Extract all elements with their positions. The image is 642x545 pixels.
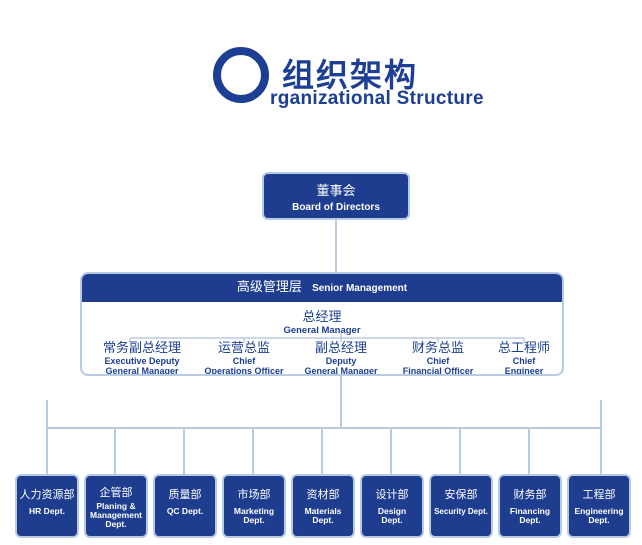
logo-ring-icon	[213, 47, 269, 103]
exec-label-en: Chief	[512, 356, 536, 366]
dept-label-cn: 工程部	[582, 488, 616, 501]
deputy-gm: 副总经理 Deputy General Manager	[291, 341, 391, 376]
dept-label-cn: 质量部	[168, 488, 202, 501]
title-chinese: 组织架构	[282, 56, 419, 94]
senior-management-en: Senior Management	[312, 283, 408, 294]
dept-label-en: Materials Dept.	[304, 506, 342, 525]
dept-label-en: Planing & Management Dept.	[90, 501, 142, 529]
exec-label-en: Financial Officer	[402, 366, 474, 376]
dept-planning-management: 企管部 Planing & Management Dept.	[84, 474, 148, 538]
dept-materials: 资材部 Materials Dept.	[291, 474, 355, 538]
dept-label-cn: 企管部	[99, 486, 133, 499]
board-label-cn: 董事会	[316, 184, 356, 199]
management-connectors	[129, 333, 525, 342]
exec-label-en: Executive Deputy	[104, 356, 180, 366]
dept-label-cn: 人力资源部	[19, 488, 75, 501]
dept-label-en: QC Dept.	[166, 506, 204, 516]
executive-deputy-gm: 常务副总经理 Executive Deputy General Manager	[84, 341, 200, 376]
dept-engineering: 工程部 Engineering Dept.	[567, 474, 631, 538]
dept-label-cn: 设计部	[375, 488, 409, 501]
dept-label-cn: 资材部	[306, 488, 340, 501]
board-of-directors-box: 董事会 Board of Directors	[262, 172, 410, 220]
dept-security: 安保部 Security Dept.	[429, 474, 493, 538]
chief-operations-officer: 运营总监 Chief Operations Officer	[194, 341, 294, 376]
dept-qc: 质量部 QC Dept.	[153, 474, 217, 538]
senior-management-box: 高级管理层 Senior Management 总经理 General Mana…	[80, 272, 564, 376]
dept-design: 设计部 Design Dept.	[360, 474, 424, 538]
exec-label-en: Chief	[426, 356, 450, 366]
exec-label-cn: 总工程师	[497, 341, 550, 356]
dept-label-cn: 市场部	[237, 488, 271, 501]
chief-engineer: 总工程师 Chief Engineer	[486, 341, 562, 376]
exec-label-en: Operations Officer	[204, 366, 284, 376]
exec-label-cn: 财务总监	[411, 341, 464, 356]
dept-hr: 人力资源部 HR Dept.	[15, 474, 79, 538]
exec-label-en: General Manager	[105, 366, 179, 376]
general-manager-en: General Manager	[283, 325, 361, 336]
dept-label-en: Security Dept.	[434, 507, 488, 516]
exec-label-en: Chief	[232, 356, 256, 366]
board-label-en: Board of Directors	[292, 202, 380, 213]
dept-label-cn: 安保部	[444, 488, 478, 501]
exec-label-cn: 运营总监	[217, 341, 270, 356]
dept-label-en: Marketing Dept.	[233, 506, 275, 525]
dept-marketing: 市场部 Marketing Dept.	[222, 474, 286, 538]
dept-financing: 财务部 Financing Dept.	[498, 474, 562, 538]
dept-label-en: Design Dept.	[377, 506, 407, 525]
dept-label-en: Engineering Dept.	[574, 506, 624, 525]
exec-label-cn: 常务副总经理	[102, 341, 181, 356]
senior-management-header: 高级管理层 Senior Management	[82, 274, 562, 302]
title-english: rganizational Structure	[270, 88, 484, 109]
chief-financial-officer: 财务总监 Chief Financial Officer	[390, 341, 486, 376]
exec-label-en: Deputy	[325, 356, 357, 366]
general-manager: 总经理 General Manager	[82, 306, 562, 336]
senior-management-cn: 高级管理层	[236, 280, 302, 295]
exec-label-en: Engineer	[504, 366, 544, 376]
exec-label-cn: 副总经理	[314, 341, 367, 356]
dept-label-en: Financing Dept.	[509, 506, 551, 525]
exec-label-en: General Manager	[304, 366, 378, 376]
general-manager-cn: 总经理	[302, 310, 342, 325]
dept-label-en: HR Dept.	[29, 506, 65, 516]
dept-label-cn: 财务部	[513, 488, 547, 501]
